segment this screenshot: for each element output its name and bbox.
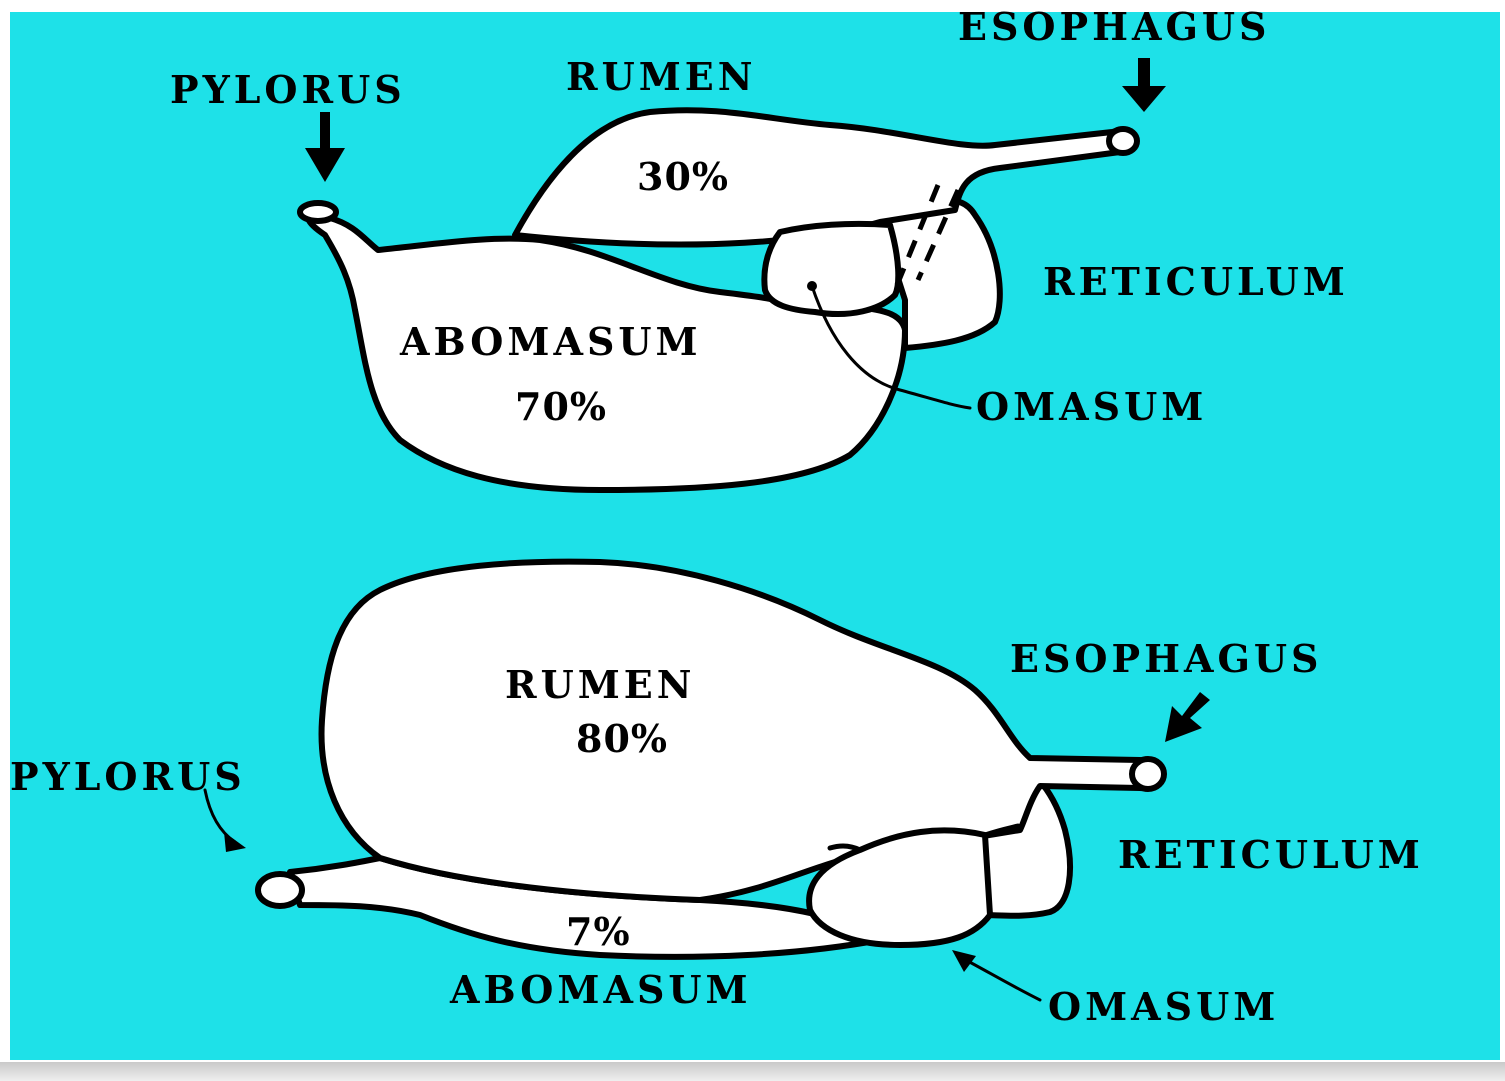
top-pylorus-arrow (305, 112, 345, 182)
bottom-label-esophagus: ESOPHAGUS (1010, 636, 1323, 681)
top-label-reticulum: RETICULUM (1043, 259, 1349, 304)
top-esophagus-opening (1109, 129, 1137, 153)
top-stomach-diagram: PYLORUS RUMEN ESOPHAGUS RETICULUM ABOMAS… (170, 4, 1349, 490)
top-abomasum-percentage: 70% (515, 384, 607, 429)
top-pylorus-opening (300, 203, 336, 221)
bottom-label-abomasum: ABOMASUM (449, 967, 752, 1012)
bottom-label-rumen: RUMEN (505, 662, 695, 707)
bottom-esophagus-arrow (1165, 692, 1210, 742)
top-esophagus-arrow (1122, 58, 1166, 112)
bottom-pylorus-arrowhead (224, 832, 246, 852)
bottom-omasum-leader (962, 958, 1040, 1000)
bottom-stomach-diagram: ESOPHAGUS RUMEN PYLORUS RETICULUM ABOMAS… (10, 562, 1424, 1029)
top-rumen-percentage: 30% (637, 154, 729, 199)
top-label-pylorus: PYLORUS (170, 67, 406, 112)
bottom-label-pylorus: PYLORUS (10, 754, 246, 799)
top-label-omasum: OMASUM (976, 384, 1207, 429)
bottom-rumen-percentage: 80% (576, 716, 668, 761)
bottom-label-omasum: OMASUM (1048, 984, 1279, 1029)
bottom-omasum-arrowhead (952, 950, 976, 972)
top-label-rumen: RUMEN (566, 54, 756, 99)
top-label-esophagus: ESOPHAGUS (958, 4, 1271, 49)
top-omasum-shape (764, 224, 898, 314)
bottom-label-reticulum: RETICULUM (1118, 832, 1424, 877)
bottom-abomasum-percentage: 7% (566, 909, 631, 954)
top-label-abomasum: ABOMASUM (399, 319, 702, 364)
bottom-pylorus-opening (258, 874, 302, 906)
bottom-esophagus-opening (1132, 759, 1164, 789)
